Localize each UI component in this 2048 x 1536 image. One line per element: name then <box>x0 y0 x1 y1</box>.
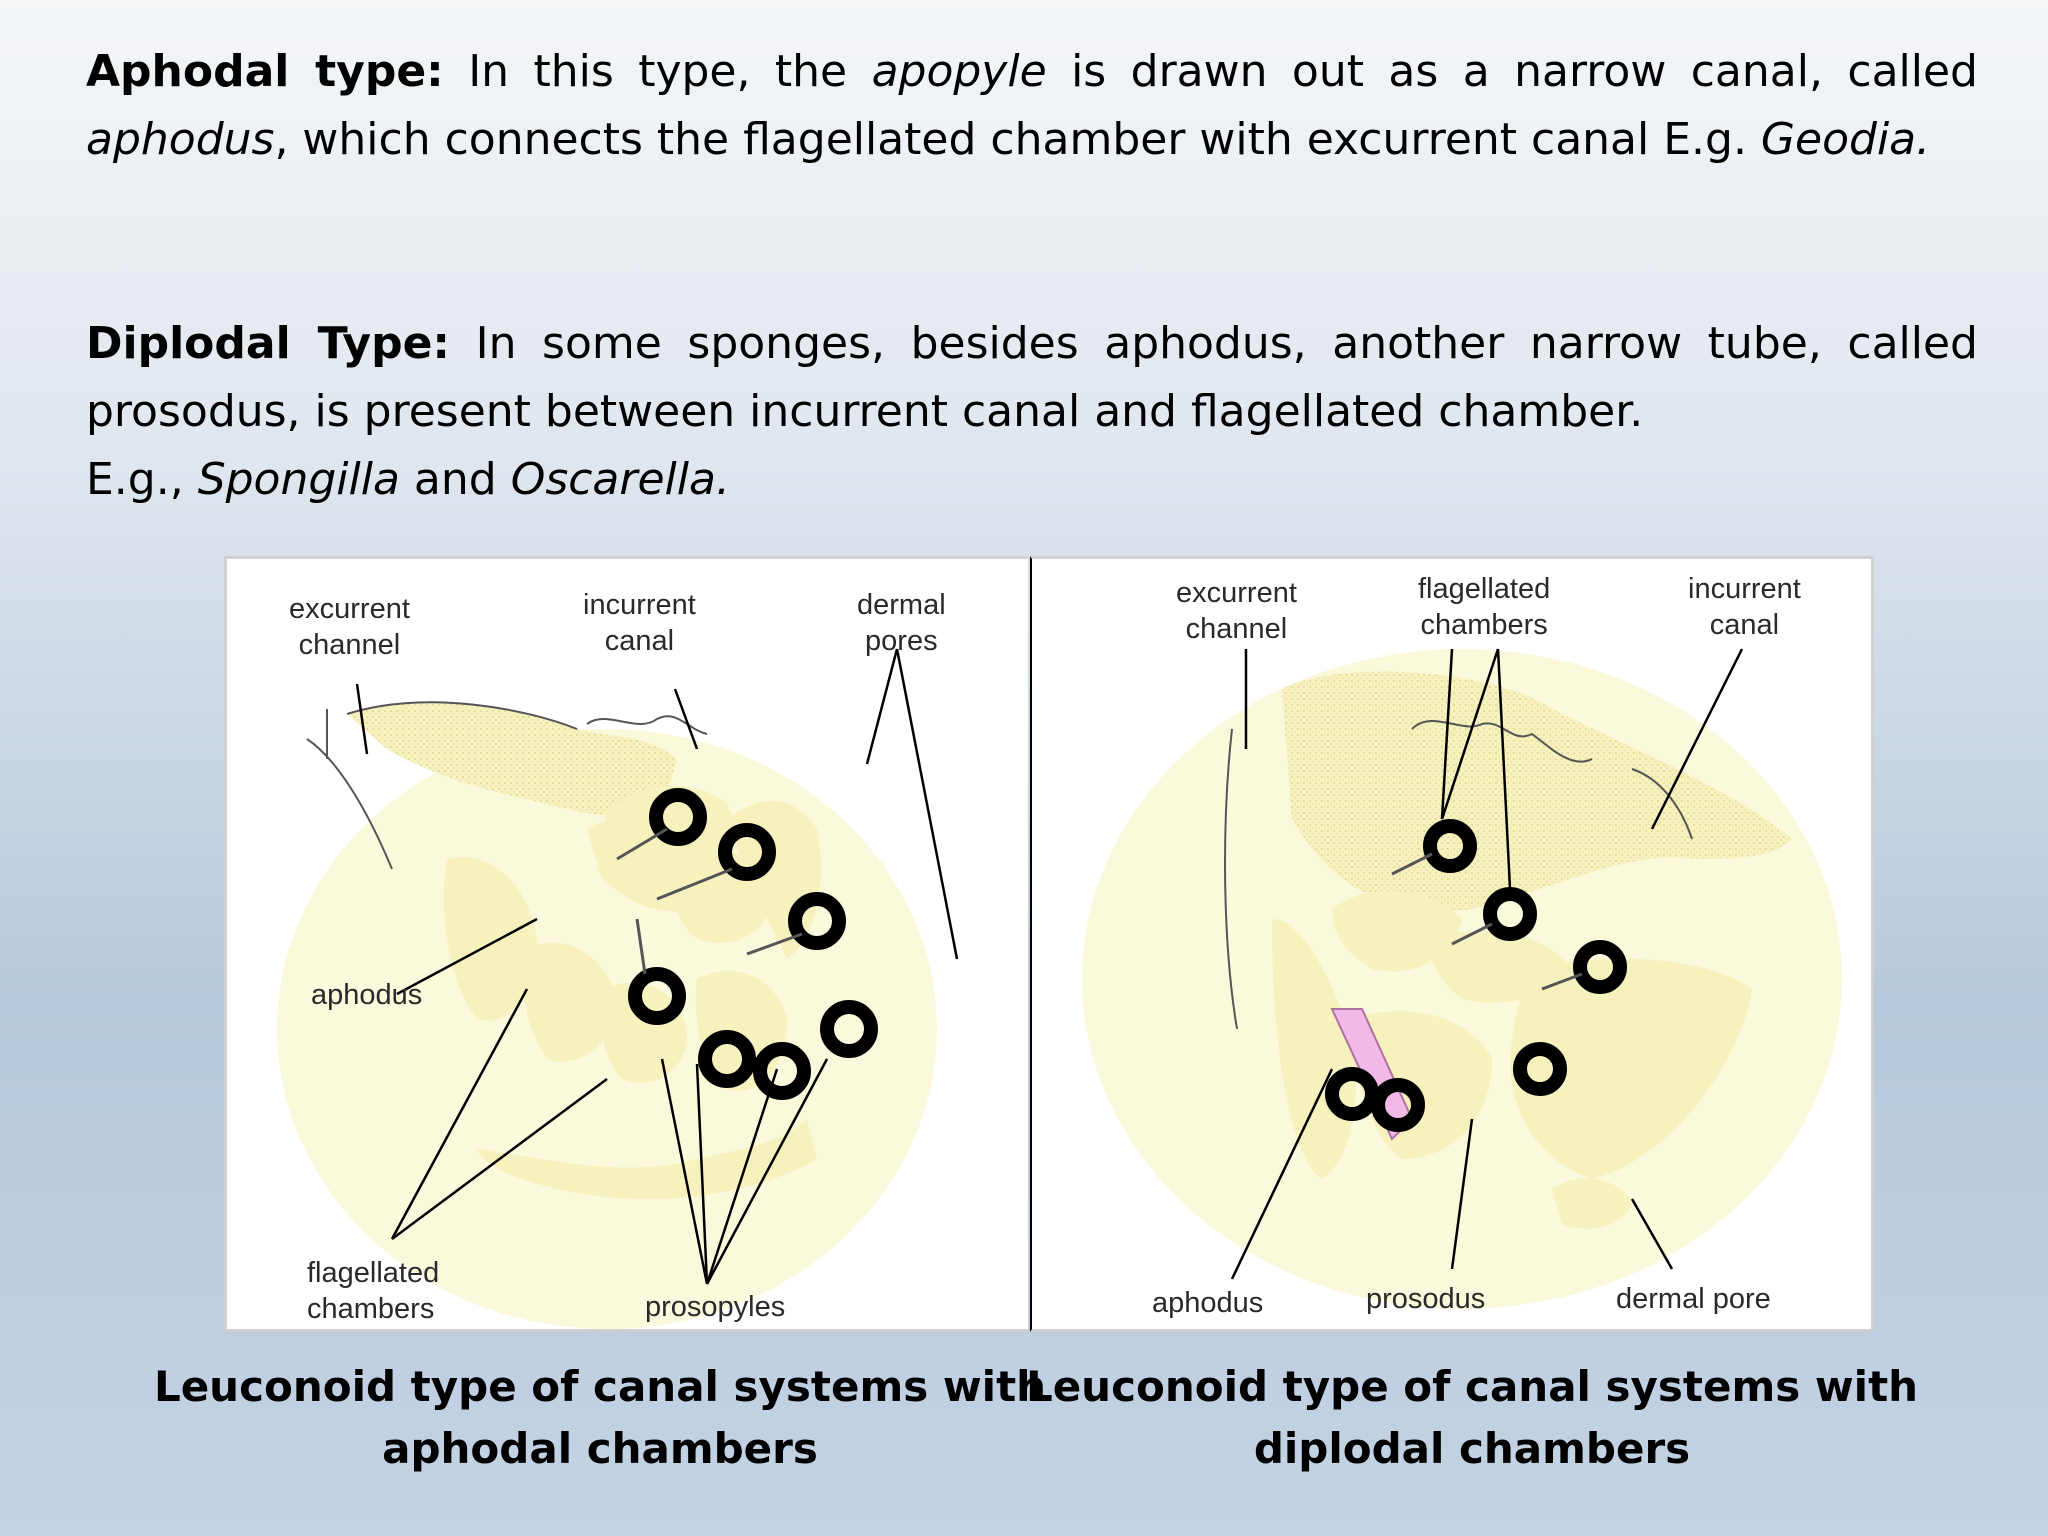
label-prosopyles: prosopyles <box>645 1291 786 1323</box>
leader-lines <box>355 648 959 1285</box>
aphodal-text-3: , which connects the flagellated chamber… <box>274 114 1761 165</box>
caption-aphodal: Leuconoid type of canal systems with aph… <box>153 1362 1047 1473</box>
diplodal-diagram-drawing <box>1082 648 1842 1309</box>
dermal-pore-lobe <box>1552 1178 1632 1229</box>
tissue-lobe <box>587 820 652 888</box>
diplodal-paragraph: Diplodal Type: In some sponges, besides … <box>86 310 1978 446</box>
tissue-lobe <box>523 942 617 1062</box>
aphodus-term: aphodus <box>86 114 275 165</box>
eg-prefix: E.g., <box>86 454 198 505</box>
example-oscarella: Oscarella. <box>510 454 730 505</box>
aphodal-paragraph: Aphodal type: In this type, the apopyle … <box>86 38 1978 174</box>
label-flagellated-chambers: flagellated chambers <box>307 1257 440 1325</box>
aphodal-example: Geodia. <box>1760 114 1931 165</box>
upper-tissue <box>347 702 677 816</box>
aphodal-diagram: excurrent channel incurrent canal dermal… <box>224 556 1028 1332</box>
leader-lines <box>1230 648 1744 1280</box>
diplodal-text: In some sponges, besides aphodus, anothe… <box>86 318 1978 437</box>
lower-tissue <box>477 1119 817 1199</box>
label-flagellated-chambers: flagellated chambers <box>1418 573 1551 641</box>
tissue-lobe <box>1332 890 1462 972</box>
label-dermal-pore: dermal pore <box>1616 1283 1771 1315</box>
caption-diplodal: Leuconoid type of canal systems with dip… <box>1025 1362 1919 1473</box>
diplodal-heading: Diplodal Type: <box>86 318 451 369</box>
excurrent-wall <box>306 709 393 870</box>
diplodal-examples: E.g., Spongilla and Oscarella. <box>86 446 1978 514</box>
aphodal-text-1: In this type, the <box>443 46 872 97</box>
label-dermal-pores: dermal pores <box>857 589 946 657</box>
tissue-lobe <box>1510 958 1752 1179</box>
apopyle-term: apopyle <box>871 46 1047 97</box>
label-aphodus: aphodus <box>311 979 423 1011</box>
aphodi <box>616 827 803 975</box>
example-spongilla: Spongilla <box>197 454 400 505</box>
label-prosodus: prosodus <box>1366 1283 1486 1315</box>
tissue-outline <box>346 701 708 735</box>
chambers <box>1325 819 1627 1132</box>
tissue-lobe <box>602 982 687 1083</box>
chambers <box>628 788 878 1100</box>
aphodal-heading: Aphodal type: <box>86 46 444 97</box>
diplodal-diagram: excurrent channel flagellated chambers i… <box>1030 556 1874 1332</box>
and-word: and <box>399 454 511 505</box>
label-excurrent-channel: excurrent channel <box>289 593 410 661</box>
aphodal-text-2: is drawn out as a narrow canal, called <box>1046 46 1978 97</box>
tissue-lobe <box>443 857 537 1021</box>
label-incurrent-canal: incurrent canal <box>583 589 696 657</box>
label-incurrent-canal: incurrent canal <box>1688 573 1801 641</box>
aphodal-diagram-drawing <box>277 648 959 1329</box>
label-aphodus: aphodus <box>1152 1287 1264 1319</box>
aphodi <box>1391 852 1583 991</box>
upper-tissue <box>1282 671 1792 911</box>
label-excurrent-channel: excurrent channel <box>1176 577 1297 645</box>
